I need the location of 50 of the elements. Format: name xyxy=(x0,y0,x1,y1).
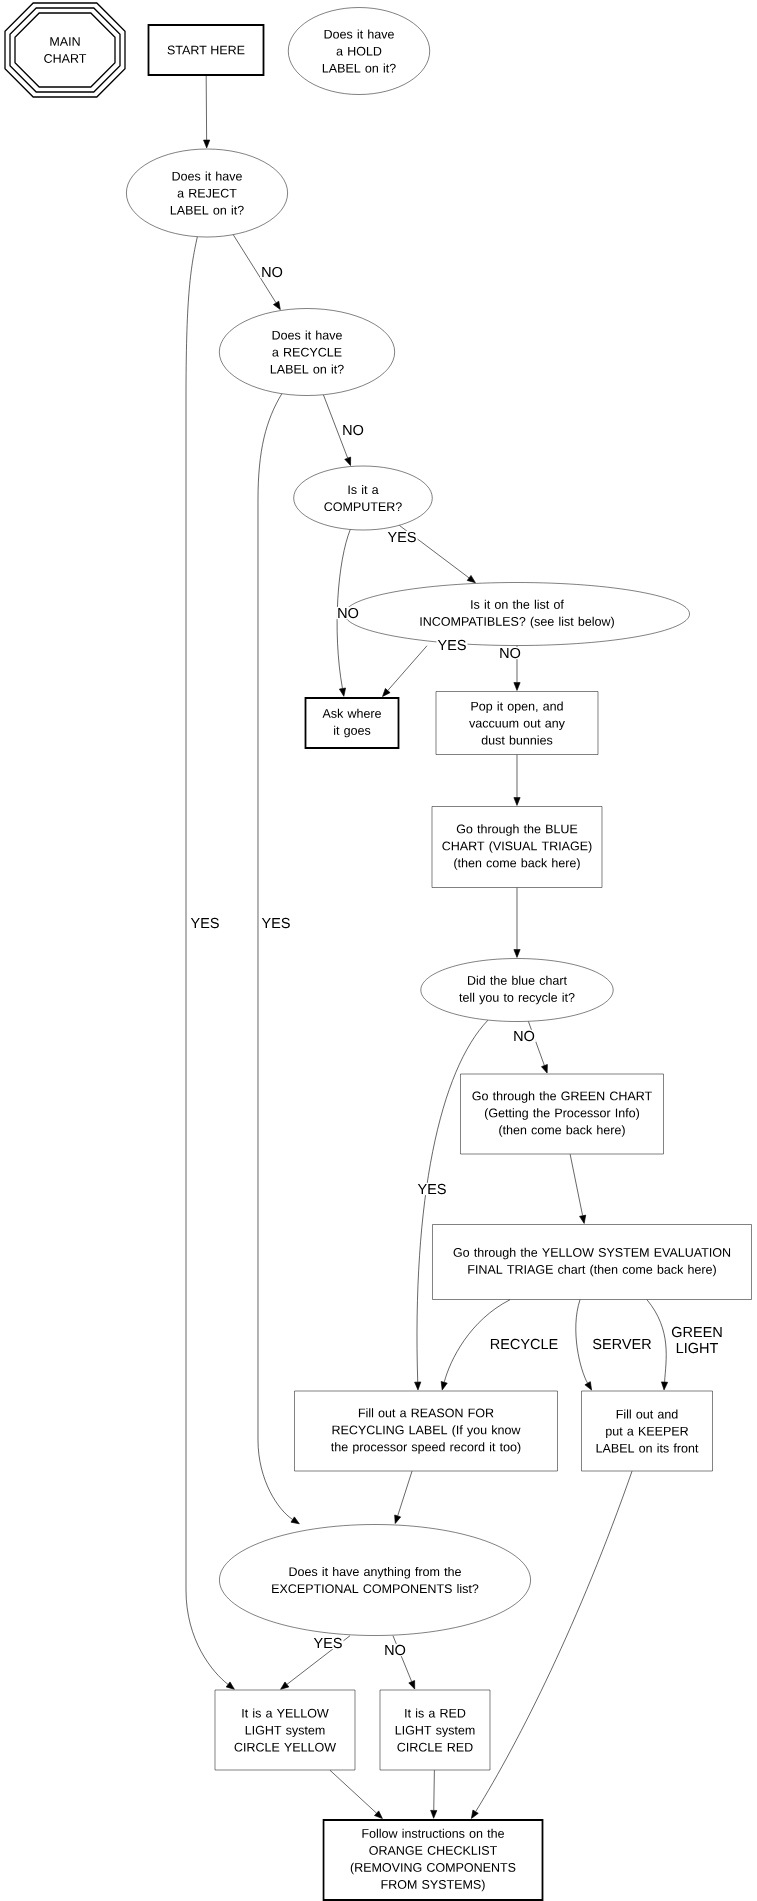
edge-label: YES xyxy=(312,1636,344,1650)
arrow xyxy=(471,1470,633,1819)
arrow xyxy=(440,1299,511,1391)
process-box: Go through the GREEN CHART (Getting the Processor Info) (then come back here) xyxy=(460,1073,664,1155)
process-box: Pop it open, and vaccuum out any dust bunnies xyxy=(435,691,599,755)
arrow xyxy=(185,236,235,1690)
process-box: It is a RED LIGHT system CIRCLE RED xyxy=(379,1689,491,1771)
arrow xyxy=(257,393,300,1525)
octagon-badge: MAIN CHART xyxy=(4,2,126,98)
edge-label: GREEN LIGHT xyxy=(670,1325,724,1355)
edge-label: SERVER xyxy=(591,1337,653,1351)
process-box: Go through the YELLOW SYSTEM EVALUATION FINAL TRIAGE chart (then come back here) xyxy=(432,1224,752,1300)
arrow xyxy=(382,645,428,697)
terminal-box: START HERE xyxy=(147,24,265,76)
arrow xyxy=(513,754,521,806)
edge-label: YES xyxy=(436,638,468,652)
arrow xyxy=(323,394,351,466)
arrow xyxy=(336,529,351,697)
arrow xyxy=(575,1299,592,1391)
process-box: Fill out a REASON FOR RECYCLING LABEL (If you know the processor speed record it too) xyxy=(294,1390,558,1472)
arrow xyxy=(569,1153,586,1224)
edge-label: RECYCLE xyxy=(488,1337,560,1351)
terminal-box: Ask where it goes xyxy=(304,697,400,749)
edge-label: NO xyxy=(383,1643,407,1657)
arrow xyxy=(394,1470,413,1524)
edge-label: YES xyxy=(416,1182,448,1196)
arrow xyxy=(203,75,211,149)
arrow xyxy=(399,525,476,583)
arrow xyxy=(528,1021,548,1074)
arrow xyxy=(646,1299,668,1391)
arrow xyxy=(392,1635,415,1690)
process-box: Fill out and put a KEEPER LABEL on its front xyxy=(581,1390,713,1472)
edge-label: NO xyxy=(341,423,365,437)
edge-label: YES xyxy=(260,916,292,930)
arrow xyxy=(513,645,521,691)
edge-label: NO xyxy=(336,606,360,620)
arrow xyxy=(430,1769,438,1819)
terminal-box: Follow instructions on the ORANGE CHECKLIST (REMOVING COMPONENTS FROM SYSTEMS) xyxy=(322,1819,544,1901)
edge-label: YES xyxy=(386,530,418,544)
process-box: It is a YELLOW LIGHT system CIRCLE YELLOW xyxy=(214,1689,356,1771)
edge-label: NO xyxy=(512,1029,536,1043)
arrow xyxy=(329,1769,383,1819)
arrow xyxy=(233,234,281,310)
arrow xyxy=(280,1635,351,1690)
arrow xyxy=(414,1020,489,1391)
edge-label: YES xyxy=(189,916,221,930)
edge-label: NO xyxy=(498,646,522,660)
edge-label: NO xyxy=(260,265,284,279)
process-box: Go through the BLUE CHART (VISUAL TRIAGE) (then come back here) xyxy=(431,806,603,888)
arrow xyxy=(513,887,521,958)
